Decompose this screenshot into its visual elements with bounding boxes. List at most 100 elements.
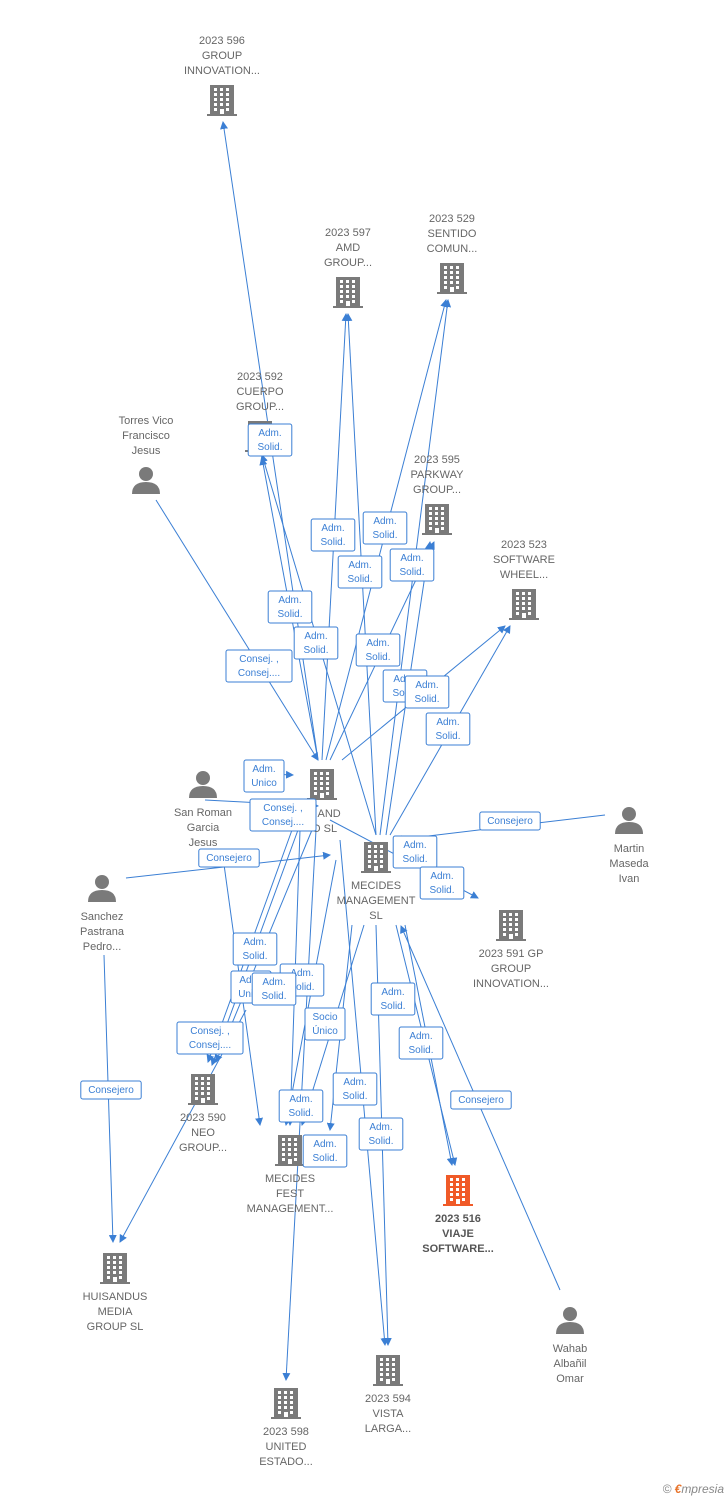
edge-label-text: Socio xyxy=(312,1012,337,1023)
edge-label-text: Unico xyxy=(251,778,277,789)
edge-label-box xyxy=(404,675,450,709)
node-sw523[interactable]: 2023 523SOFTWAREWHEEL... xyxy=(493,539,555,620)
edge-label-l30[interactable]: Adm.Solid. xyxy=(332,1072,378,1106)
edge-label-text: Solid. xyxy=(365,652,390,663)
node-label: FEST xyxy=(276,1188,304,1200)
node-mfm[interactable]: MECIDESFESTMANAGEMENT... xyxy=(247,1135,334,1215)
node-vs516[interactable]: 2023 516VIAJESOFTWARE... xyxy=(422,1175,494,1255)
edge-label-box xyxy=(425,712,471,746)
building-icon xyxy=(373,1355,403,1386)
node-label: SOFTWARE xyxy=(493,554,555,566)
edge-label-box xyxy=(249,798,317,832)
edge-label-text: Solid. xyxy=(342,1091,367,1102)
edge-label-l18[interactable]: Adm.Solid. xyxy=(419,866,465,900)
edge-label-l7[interactable]: Adm.Solid. xyxy=(293,626,339,660)
node-label: 2023 597 xyxy=(325,227,371,239)
node-gi596[interactable]: 2023 596GROUPINNOVATION... xyxy=(184,35,260,116)
node-label: MANAGEMENT xyxy=(337,895,416,907)
node-spp[interactable]: SanchezPastranaPedro... xyxy=(80,875,125,953)
edge-label-l13[interactable]: Adm.Unico xyxy=(243,759,285,793)
edge-label-l15[interactable]: Consejero xyxy=(198,848,260,868)
edge-label-text: Consejero xyxy=(487,816,533,827)
building-icon xyxy=(188,1074,218,1105)
edge-label-box xyxy=(337,555,383,589)
edge-label-l32[interactable]: Adm.Solid. xyxy=(358,1117,404,1151)
edge-label-box xyxy=(479,811,541,831)
node-label: AMD xyxy=(336,242,361,254)
edge-label-text: Solid. xyxy=(261,991,286,1002)
edge-label-l31[interactable]: Adm.Solid. xyxy=(302,1134,348,1168)
edge-label-l5[interactable]: Adm.Solid. xyxy=(389,548,435,582)
node-sc529[interactable]: 2023 529SENTIDOCOMUN... xyxy=(427,213,478,294)
edge-label-box xyxy=(362,511,408,545)
node-label: SL xyxy=(369,910,382,922)
edge-label-l27[interactable]: Consejero xyxy=(80,1080,142,1100)
node-ue598[interactable]: 2023 598UNITEDESTADO... xyxy=(259,1388,313,1468)
node-neo590[interactable]: 2023 590NEOGROUP... xyxy=(179,1074,227,1154)
edge-label-text: Solid. xyxy=(288,1108,313,1119)
edge-label-l16[interactable]: Consejero xyxy=(479,811,541,831)
edge-label-text: Unico xyxy=(238,989,264,1000)
node-pg595[interactable]: 2023 595PARKWAYGROUP... xyxy=(411,454,465,535)
edge-label-l26[interactable]: Adm.Solid. xyxy=(398,1026,444,1060)
edge-label-box xyxy=(278,1089,324,1123)
edge-label-text: Solid. xyxy=(368,1136,393,1147)
building-icon xyxy=(271,1388,301,1419)
edge-label-l19[interactable]: Adm.Solid. xyxy=(232,932,278,966)
node-label: Francisco xyxy=(122,430,170,442)
edge-label-l12[interactable]: Adm.Solid. xyxy=(425,712,471,746)
edge-labels-layer: Adm. Solid. Adm. Solid. Adm. Solid. Adm. Solid.… xyxy=(80,423,541,1168)
edge-label-l22[interactable]: Adm.Solid. xyxy=(251,972,297,1006)
edge-label-box xyxy=(310,518,356,552)
edge-label-text: Adm. xyxy=(400,553,423,564)
node-vl594[interactable]: 2023 594VISTALARGA... xyxy=(365,1355,411,1435)
building-icon xyxy=(509,589,539,620)
edge-label-text: Adm. xyxy=(403,840,426,851)
edge-label-l11[interactable]: Adm.Solid. xyxy=(404,675,450,709)
edge-label-l23[interactable]: Consej. ,Consej.... xyxy=(176,1021,244,1055)
edge-label-text: Solid. xyxy=(402,854,427,865)
node-label: HUISANDUS xyxy=(83,1291,148,1303)
edge-label-box xyxy=(80,1080,142,1100)
edge-label-l4[interactable]: Adm.Solid. xyxy=(337,555,383,589)
edge-label-l14[interactable]: Consej. ,Consej.... xyxy=(249,798,317,832)
building-icon xyxy=(207,85,237,116)
brand-name: mpresia xyxy=(681,1482,724,1496)
edge-label-box xyxy=(302,1134,348,1168)
empresia-logo[interactable]: ©€mpresia xyxy=(663,1482,724,1496)
node-label: LARGA... xyxy=(365,1423,411,1435)
edge-label-text: Consej. , xyxy=(263,803,302,814)
edge-label-text: Solid. xyxy=(380,1001,405,1012)
edge-label-box xyxy=(247,423,293,457)
edge-label-text: Solid. xyxy=(435,731,460,742)
node-label: Wahab xyxy=(553,1343,587,1355)
edge-label-l2[interactable]: Adm.Solid. xyxy=(310,518,356,552)
edge-label-l6[interactable]: Adm.Solid. xyxy=(267,590,313,624)
edge-label-l1[interactable]: Adm.Solid. xyxy=(247,423,293,457)
edge-label-l3[interactable]: Adm.Solid. xyxy=(362,511,408,545)
edge-label-l29[interactable]: Consejero xyxy=(450,1090,512,1110)
edge-label-l9[interactable]: Consej. ,Consej.... xyxy=(225,649,293,683)
edge-label-text: Adm. xyxy=(415,680,438,691)
node-label: Omar xyxy=(556,1373,584,1385)
node-gpgi591[interactable]: 2023 591 GPGROUPINNOVATION... xyxy=(473,910,549,990)
edge-label-l17[interactable]: Adm. Solid. xyxy=(392,835,438,869)
edge-label-text: Adm. xyxy=(289,1094,312,1105)
node-label: GROUP... xyxy=(324,257,372,269)
edge-label-l28[interactable]: Adm. Solid. xyxy=(278,1089,324,1123)
edge-label-l25[interactable]: Adm.Solid. xyxy=(370,982,416,1016)
building-icon xyxy=(496,910,526,941)
edge-label-l8[interactable]: Adm.Solid. xyxy=(355,633,401,667)
person-icon xyxy=(615,807,643,834)
node-label: Albañil xyxy=(553,1358,586,1370)
